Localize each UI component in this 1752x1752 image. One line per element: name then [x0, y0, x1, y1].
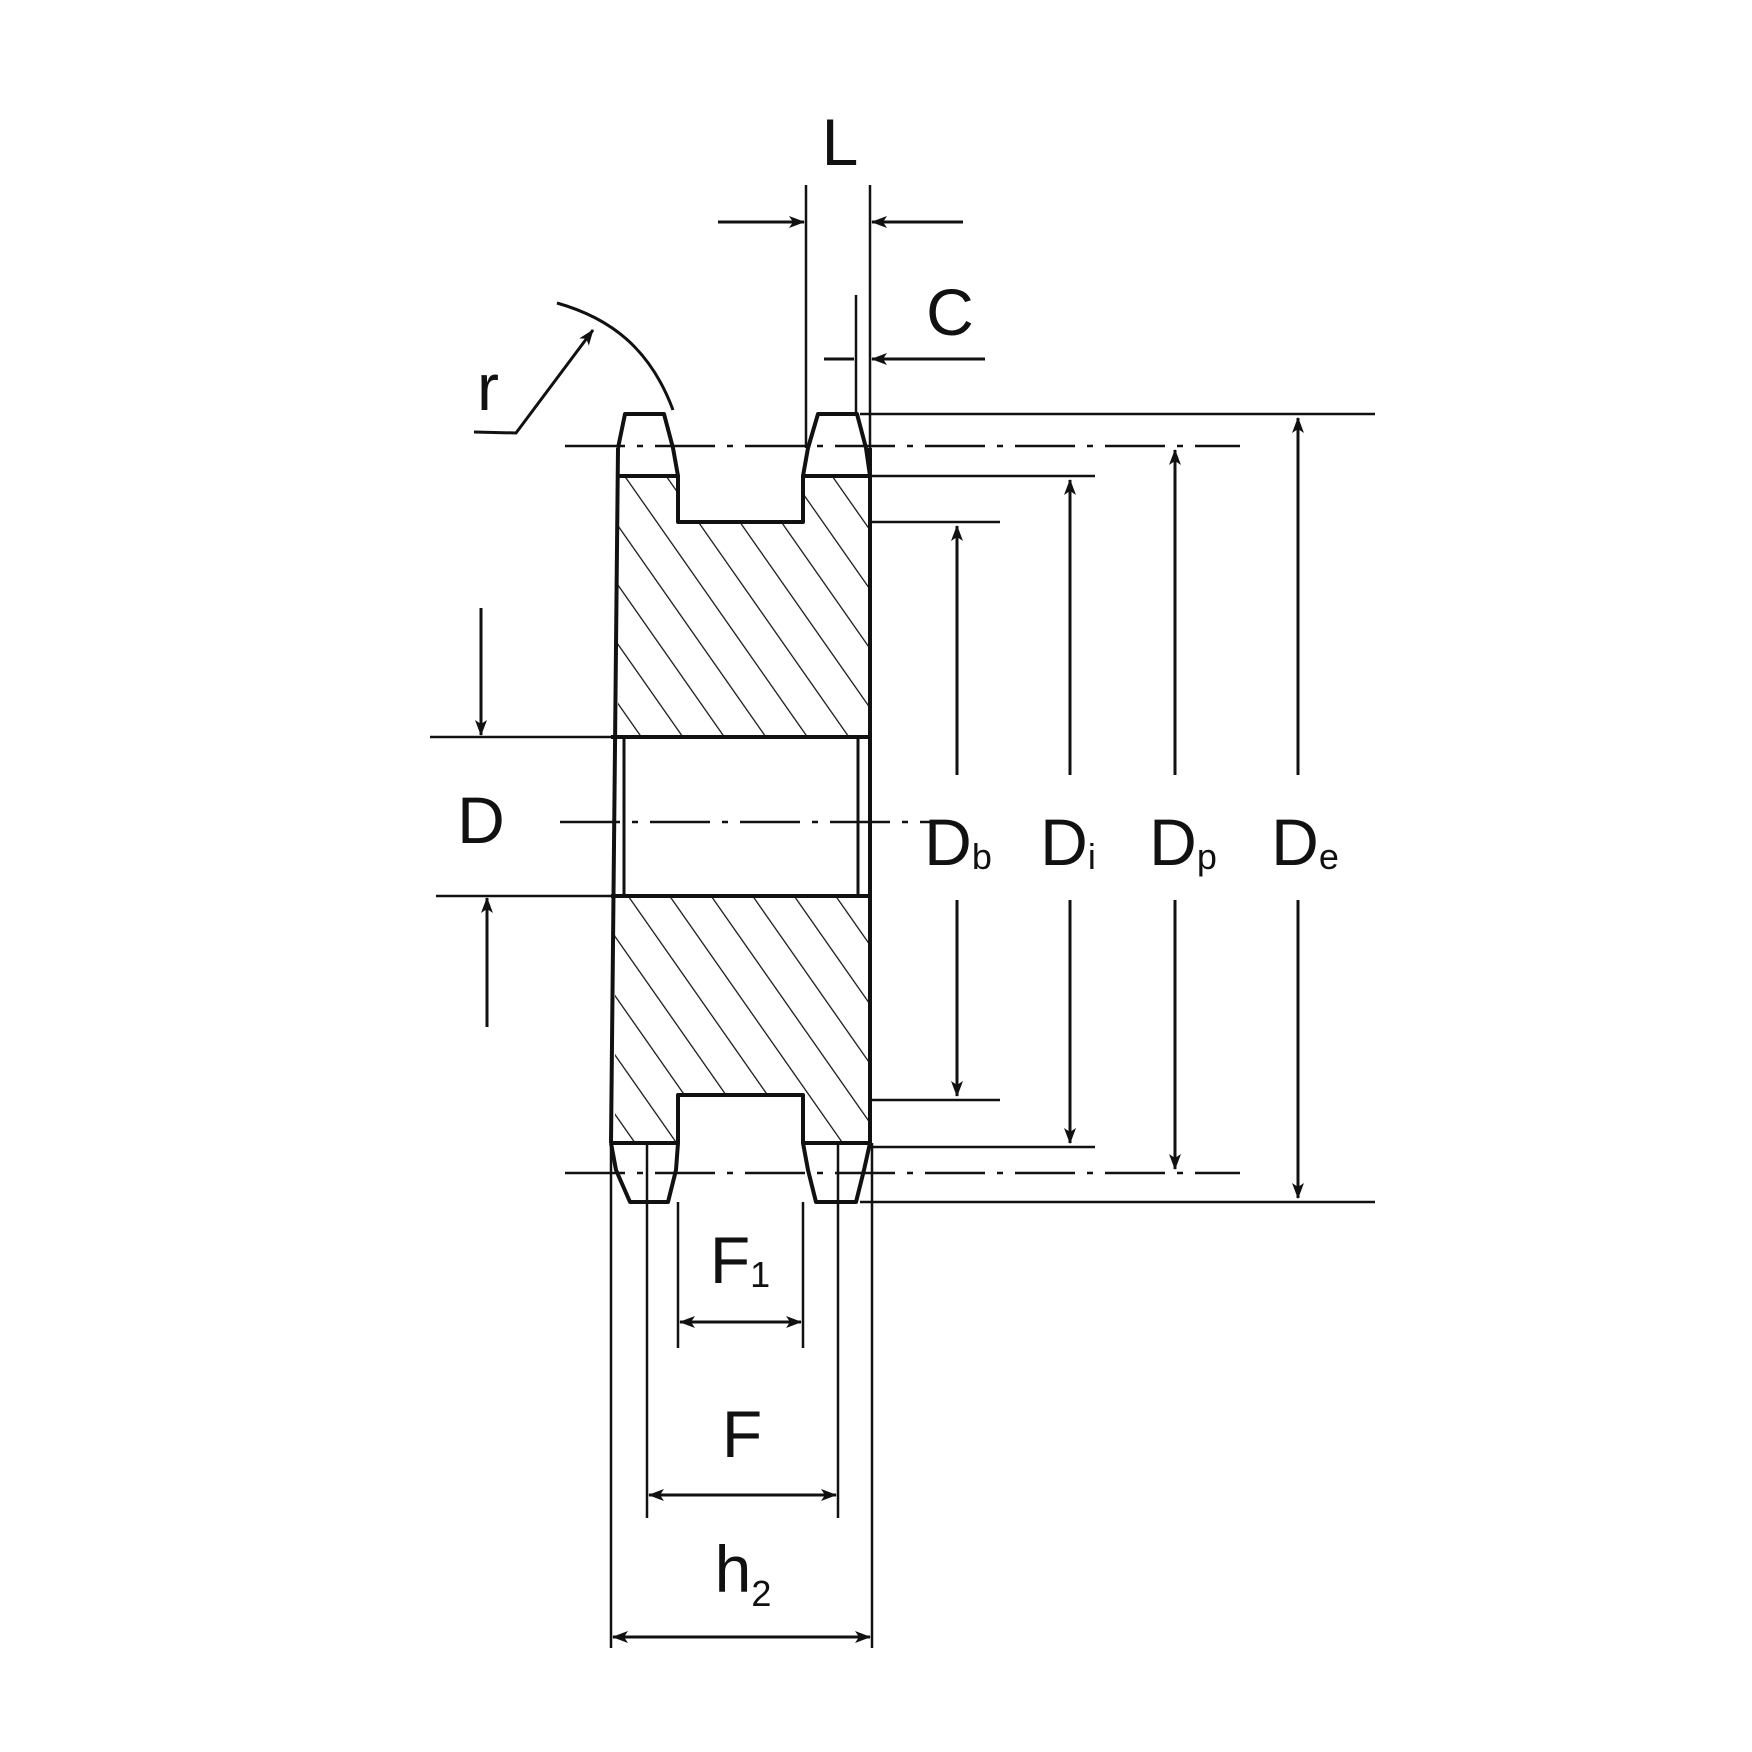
label-L: L: [822, 105, 859, 179]
label-h2-sub: 2: [751, 1573, 771, 1614]
label-C: C: [926, 275, 974, 349]
dimension-r: r: [473, 301, 675, 435]
label-Di-sub: i: [1088, 836, 1096, 877]
label-De-sub: e: [1319, 836, 1339, 877]
dimension-F: F: [648, 1397, 837, 1501]
dimension-Dp: Dp: [1149, 449, 1217, 1170]
label-F1-sub: 1: [750, 1254, 770, 1295]
svg-text:Di: Di: [1040, 805, 1096, 879]
dimension-De: De: [1271, 417, 1339, 1199]
label-Dp: D: [1149, 805, 1197, 879]
label-F: F: [722, 1397, 762, 1471]
dimension-Db: Db: [924, 525, 992, 1097]
svg-text:De: De: [1271, 805, 1339, 879]
label-Di: D: [1040, 805, 1088, 879]
dimension-h2: h2: [612, 1532, 871, 1643]
label-r: r: [477, 350, 499, 424]
dimension-D: D: [457, 608, 505, 1027]
label-Db-sub: b: [972, 836, 992, 877]
diameter-extension-lines: [430, 412, 1375, 1204]
svg-text:F1: F1: [710, 1223, 770, 1297]
label-Dp-sub: p: [1197, 836, 1217, 877]
hatched-section-lower: [615, 896, 870, 1143]
label-h2: h: [715, 1532, 752, 1606]
hatched-section-upper: [618, 476, 870, 737]
top-extension-lines: [804, 185, 872, 448]
label-De: D: [1271, 805, 1319, 879]
dimension-L: L: [718, 105, 963, 228]
width-extension-lines: [609, 1143, 874, 1648]
svg-text:Db: Db: [924, 805, 992, 879]
svg-text:h2: h2: [715, 1532, 772, 1614]
label-Db: D: [924, 805, 972, 879]
centerlines: [560, 444, 1240, 1175]
dimension-Di: Di: [1040, 479, 1096, 1144]
dimension-C: C: [824, 275, 985, 365]
dimension-F1: F1: [679, 1223, 802, 1328]
label-D: D: [457, 783, 505, 857]
svg-text:Dp: Dp: [1149, 805, 1217, 879]
sprocket-outline: [609, 412, 872, 1204]
label-F1: F: [710, 1223, 750, 1297]
